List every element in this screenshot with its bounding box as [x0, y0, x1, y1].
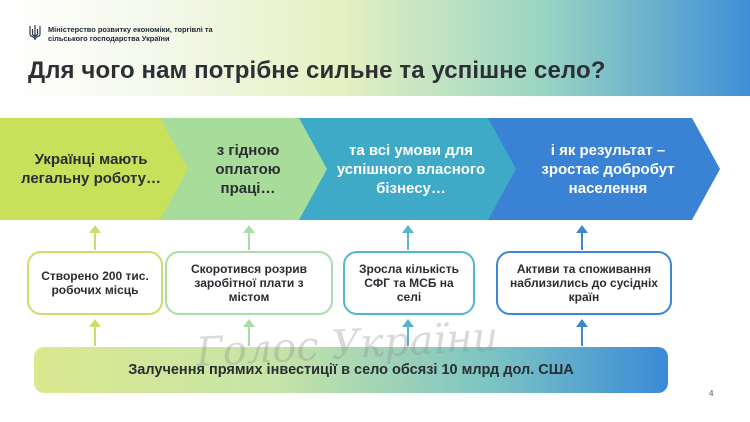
- chevron-4-label: і як результат – зростає добробут населе…: [541, 141, 675, 197]
- ministry-name: Міністерство розвитку економіки, торгівл…: [48, 25, 213, 43]
- chevron-2-label: з гідною оплатою праці…: [215, 141, 281, 197]
- info-card-2: Скоротився розрив заробітної плати з міс…: [165, 251, 333, 315]
- info-card-4: Активи та споживання наблизились до сусі…: [496, 251, 672, 315]
- chevron-2-shape: [160, 118, 330, 220]
- chevron-4-shape: [488, 118, 720, 220]
- chevron-3: та всі умови для успішного власного бізн…: [299, 118, 517, 220]
- up-arrow-icon: [576, 319, 588, 346]
- trident-emblem-icon: [29, 25, 41, 40]
- page-title: Для чого нам потрібне сильне та успішне …: [28, 57, 606, 84]
- chevron-2: з гідною оплатою праці…: [160, 118, 330, 220]
- up-arrow-icon: [243, 319, 255, 346]
- up-arrow-icon: [89, 225, 101, 250]
- investment-bar-label: Залучення прямих інвестиції в село обсяз…: [128, 362, 574, 378]
- chevron-3-shape: [299, 118, 517, 220]
- info-card-1: Створено 200 тис. робочих місць: [27, 251, 163, 315]
- up-arrow-icon: [402, 225, 414, 250]
- info-card-3: Зросла кількість СФГ та МСБ на селі: [343, 251, 475, 315]
- chevron-4: і як результат – зростає добробут населе…: [488, 118, 720, 220]
- chevron-3-label: та всі умови для успішного власного бізн…: [336, 141, 486, 197]
- ministry-line-1: Міністерство розвитку економіки, торгівл…: [48, 25, 213, 34]
- investment-bar: Залучення прямих інвестиції в село обсяз…: [34, 347, 668, 393]
- chevron-1: Українці мають легальну роботу…: [0, 118, 190, 220]
- ministry-line-2: сільського господарства України: [48, 34, 170, 43]
- up-arrow-icon: [576, 225, 588, 250]
- up-arrow-icon: [402, 319, 414, 346]
- chevron-1-shape: [0, 118, 190, 220]
- chevron-1-label: Українці мають легальну роботу…: [20, 151, 162, 187]
- up-arrow-icon: [89, 319, 101, 346]
- up-arrow-icon: [243, 225, 255, 250]
- header-band: [0, 0, 750, 96]
- page-number: 4: [709, 389, 714, 398]
